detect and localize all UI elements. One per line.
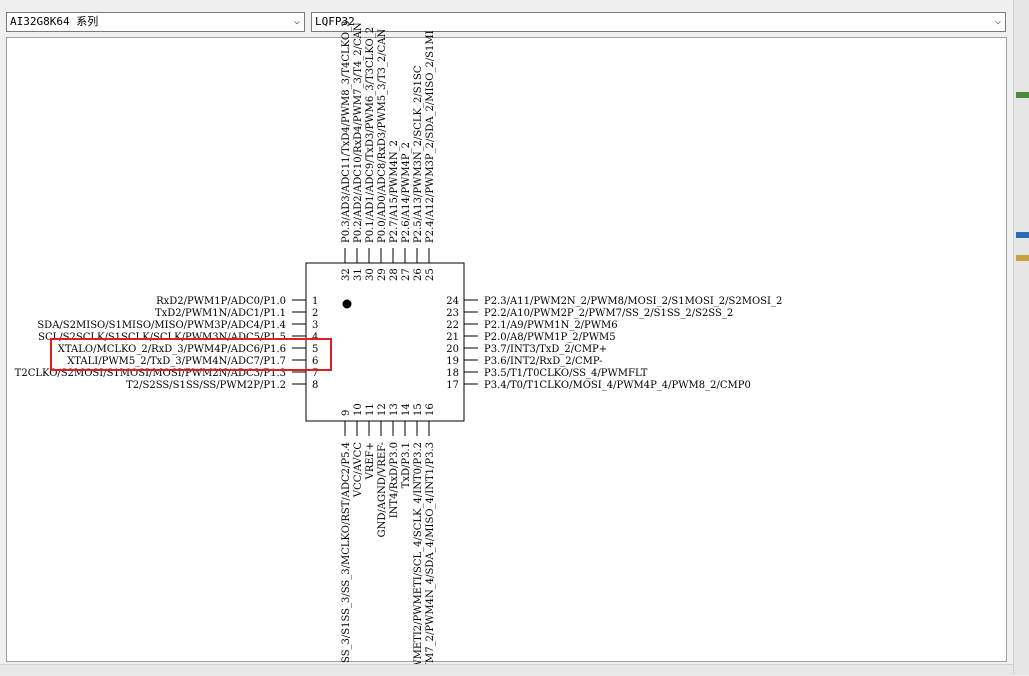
pin-label: P2.6/A14/PWM4P_2 [401, 142, 412, 243]
pin-label: P2.4/A12/PWM3P_2/SDA_2/MISO_2/S1MI [425, 30, 436, 243]
pin-number: 15 [413, 403, 424, 416]
pin-number: 18 [446, 368, 459, 379]
pin-label: P3.7/INT3/TxD_2/CMP+ [484, 344, 607, 355]
pin-label: P2.5/A13/PWM3N_2/SCLK_2/S1SC [413, 65, 424, 243]
chip-pinout-diagram: 1 RxD2/PWM1P/ADC0/P1.0 2 TxD2/PWM1N/ADC1/P1… [15, 21, 783, 664]
pin-label: P0.2/AD2/ADC10/RxD4/PWM7_3/T4_2/CAN [353, 22, 364, 243]
pin-label: P2.1/A9/PWM1N_2/PWM6 [484, 320, 618, 331]
pin-label: P3.5/T1/T0CLKO/SS_4/PWMFLT [484, 368, 648, 379]
side-marker [1016, 255, 1029, 261]
pin-number: 3 [312, 320, 318, 331]
series-select[interactable]: AI32G8K64 系列 ⌵ [6, 12, 305, 32]
pin-label: PWM7_2/PWM4N_4/SDA_4/MISO_4/INT1/P3.3 [425, 442, 436, 664]
pin-label: TxD2/PWM1N/ADC1/P1.1 [155, 308, 286, 319]
pin-number: 13 [389, 403, 400, 416]
pin-number: 19 [446, 356, 459, 367]
pin-label: P2.0/A8/PWM1P_2/PWM5 [484, 332, 616, 343]
pin-number: 27 [401, 268, 412, 281]
pin-number: 2 [312, 308, 318, 319]
pin-number: 9 [341, 410, 352, 416]
pin-label: TxD/P3.1 [401, 442, 412, 488]
pin-number: 20 [446, 344, 459, 355]
pin-label: SDA/S2MISO/S1MISO/MISO/PWM3P/ADC4/P1.4 [37, 320, 286, 331]
pin-number: 24 [446, 296, 459, 307]
pin-number: 17 [446, 380, 459, 391]
pin-number: 14 [401, 403, 412, 416]
pin-number: 26 [413, 268, 424, 281]
pin-number: 29 [377, 268, 388, 281]
pin-label: P0.0/AD0/ADC8/RxD3/PWM5_3/T3_2/CAN [377, 29, 388, 243]
package-select[interactable]: LQFP32 ⌵ [311, 12, 1006, 32]
pin-label: SCL/S2SCLK/S1SCLK/SCLK/PWM3N/ADC5/P1.5 [38, 332, 286, 343]
pin-number: 32 [341, 268, 352, 281]
pin-label: VREF+ [365, 442, 376, 480]
side-panel [1013, 0, 1029, 675]
pin-label: P2.2/A10/PWM2P_2/PWM7/SS_2/S1SS_2/S2SS_2 [484, 308, 733, 319]
pin-number: 4 [312, 332, 318, 343]
chevron-down-icon[interactable]: ⌵ [994, 16, 1001, 27]
package-select-value: LQFP32 [315, 15, 355, 28]
pin-label: P2.7/A15/PWM4N_2 [389, 140, 400, 243]
pin-label: SS_3/S1SS_3/SS_3/MCLKO/RST/ADC2/P5.4 [341, 442, 352, 663]
pin-label: P0.1/AD1/ADC9/TxD3/PWM6_3/T3CLKO_2 [365, 27, 376, 243]
pin-number: 6 [312, 356, 318, 367]
pin-number: 23 [446, 308, 459, 319]
pin-label: P2.3/A11/PWM2N_2/PWM8/MOSI_2/S1MOSI_2/S2… [484, 296, 782, 307]
pin-label: P0.3/AD3/ADC11/TxD4/PWM8_3/T4CLKO_3 [341, 21, 352, 243]
pin1-dot [342, 299, 352, 309]
pin-number: 7 [312, 368, 318, 379]
chevron-down-icon[interactable]: ⌵ [293, 16, 300, 27]
pin-label: XTALI/PWM5_2/TxD_3/PWM4N/ADC7/P1.7 [67, 356, 286, 367]
pin-label: P3.4/T0/T1CLKO/MOSI_4/PWM4P_4/PWM8_2/CMP… [484, 380, 751, 391]
pin-number: 11 [365, 403, 376, 416]
pin-label: VCC/AVCC [353, 442, 364, 498]
pin-number: 1 [312, 296, 318, 307]
series-select-value: AI32G8K64 系列 [10, 15, 99, 28]
pin-label: T2CLKO/S2MOSI/S1MOSI/MOSI/PWM2N/ADC3/P1.… [15, 368, 286, 379]
highlight-box [50, 338, 332, 371]
pin-number: 21 [446, 332, 459, 343]
pin-number: 25 [425, 268, 436, 281]
pin-label: RxD2/PWM1P/ADC0/P1.0 [156, 296, 286, 307]
pin-number: 5 [312, 344, 318, 355]
pin-number: 8 [312, 380, 318, 391]
pin-label: GND/AGND/VREF- [377, 442, 388, 537]
pin-number: 12 [377, 403, 388, 416]
side-marker [1016, 92, 1029, 98]
pin-label: T2/S2SS/S1SS/SS/PWM2P/P1.2 [126, 380, 286, 391]
status-bar [0, 664, 1013, 676]
chip-diagram-pane [6, 37, 1007, 662]
pin-number: 30 [365, 268, 376, 281]
pin-number: 22 [446, 320, 459, 331]
pin-label: XTALO/MCLKO_2/RxD_3/PWM4P/ADC6/P1.6 [58, 344, 286, 355]
side-marker [1016, 232, 1029, 238]
pin-label: P3.6/INT2/RxD_2/CMP- [484, 356, 602, 367]
pin-number: 16 [425, 403, 436, 416]
pin-number: 31 [353, 268, 364, 281]
pin-label: INT4/RxD/P3.0 [389, 442, 400, 518]
chip-body [305, 262, 465, 422]
pin-number: 10 [353, 403, 364, 416]
pin-label: PWMETI2/PWMETI/SCL_4/SCLK_4/INT0/P3.2 [413, 442, 424, 664]
pin-number: 28 [389, 268, 400, 281]
